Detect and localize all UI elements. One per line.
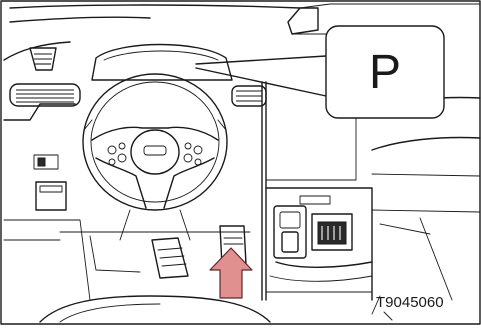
steering-hub — [131, 130, 179, 174]
brake-pedal-icon — [152, 238, 188, 278]
steering-wheel-icon — [83, 74, 227, 210]
driver-seat — [40, 296, 270, 322]
brand-emblem — [144, 146, 166, 155]
left-dashboard — [4, 42, 90, 300]
left-air-vent — [10, 84, 80, 106]
right-dashboard — [372, 98, 480, 301]
figure-code: T9045060 — [376, 294, 444, 311]
callout-letter: P — [369, 46, 401, 99]
